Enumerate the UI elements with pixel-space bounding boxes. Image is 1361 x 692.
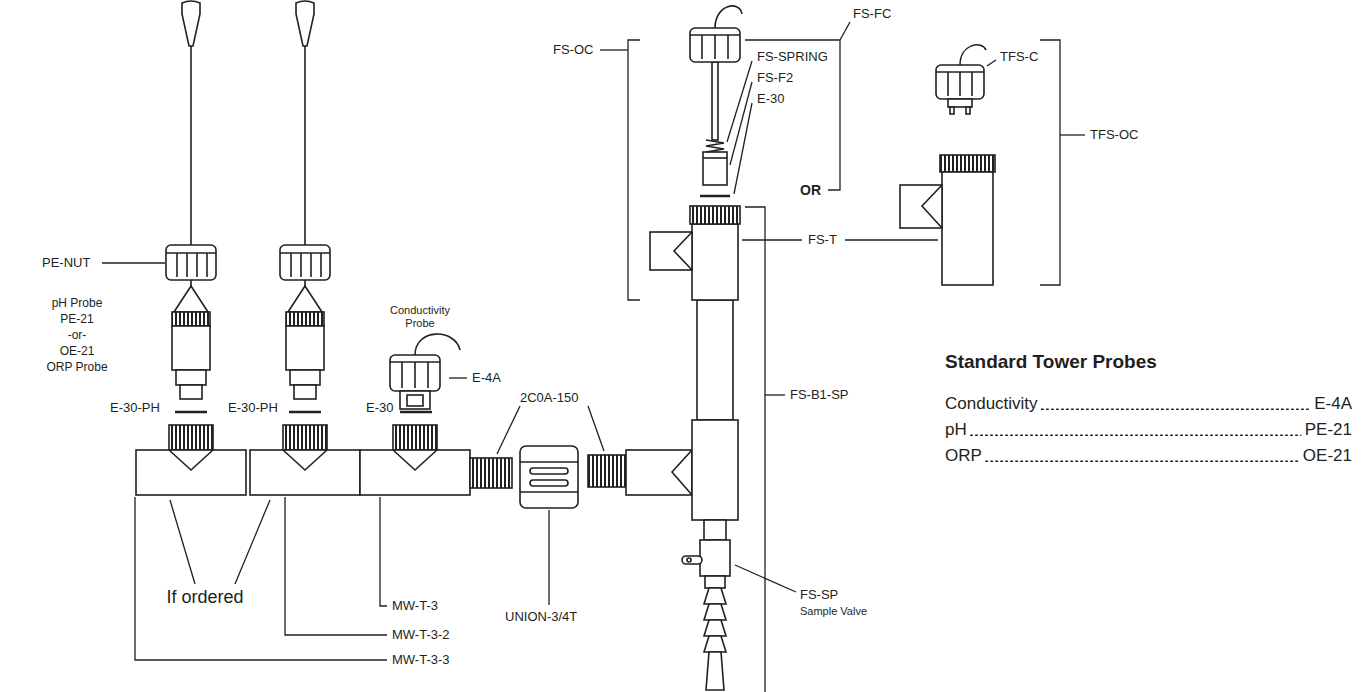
leader-dots: [986, 460, 1299, 462]
probe-tee: [136, 425, 246, 495]
part-label: FS-OC: [553, 42, 593, 58]
orp-probe: [280, 1, 330, 412]
part-label: PE-21: [60, 312, 93, 326]
table-cell: Conductivity: [945, 394, 1038, 414]
table-cell: E-4A: [1314, 394, 1352, 414]
part-label: PE-NUT: [42, 255, 90, 271]
table-heading: Standard Tower Probes: [945, 351, 1157, 374]
part-label: Sample Valve: [800, 605, 867, 618]
part-label: MW-T-3-3: [392, 652, 450, 668]
part-label: E-30: [757, 91, 784, 107]
part-label: FS-T: [808, 232, 837, 248]
part-label: E-30-PH: [228, 400, 278, 416]
part-label: E-30: [366, 400, 393, 416]
part-label: TFS-OC: [1090, 127, 1138, 143]
part-label: FS-SP: [800, 587, 838, 603]
part-label: UNION-3/4T: [505, 609, 577, 625]
part-label: OR: [800, 182, 821, 199]
part-label: FS-B1-SP: [790, 387, 849, 403]
part-label: FS-FC: [853, 6, 891, 22]
part-label: E-30-PH: [110, 400, 160, 416]
table-cell: ORP: [945, 446, 982, 466]
probe-tee: [250, 425, 360, 495]
table-cell: OE-21: [1303, 446, 1352, 466]
part-label: If ordered: [166, 587, 243, 609]
part-label: Conductivity Probe: [381, 304, 459, 330]
table-cell: PE-21: [1305, 420, 1352, 440]
probe-tee: [360, 425, 470, 495]
part-label: 2C0A-150: [520, 390, 579, 406]
part-label: MW-T-3: [392, 598, 438, 614]
part-label: pH Probe: [52, 296, 103, 310]
part-label: MW-T-3-2: [392, 627, 450, 643]
part-label: ORP Probe: [46, 360, 107, 374]
part-label: FS-F2: [757, 70, 793, 86]
part-label: -or-: [68, 328, 87, 342]
leader-dots: [971, 434, 1301, 436]
part-label: FS-SPRING: [757, 49, 828, 65]
part-label: E-4A: [472, 370, 501, 386]
part-label: TFS-C: [1000, 49, 1038, 65]
leader-dots: [1042, 408, 1311, 410]
table-cell: pH: [945, 420, 967, 440]
part-label: OE-21: [60, 344, 95, 358]
ph-probe: [166, 1, 216, 412]
